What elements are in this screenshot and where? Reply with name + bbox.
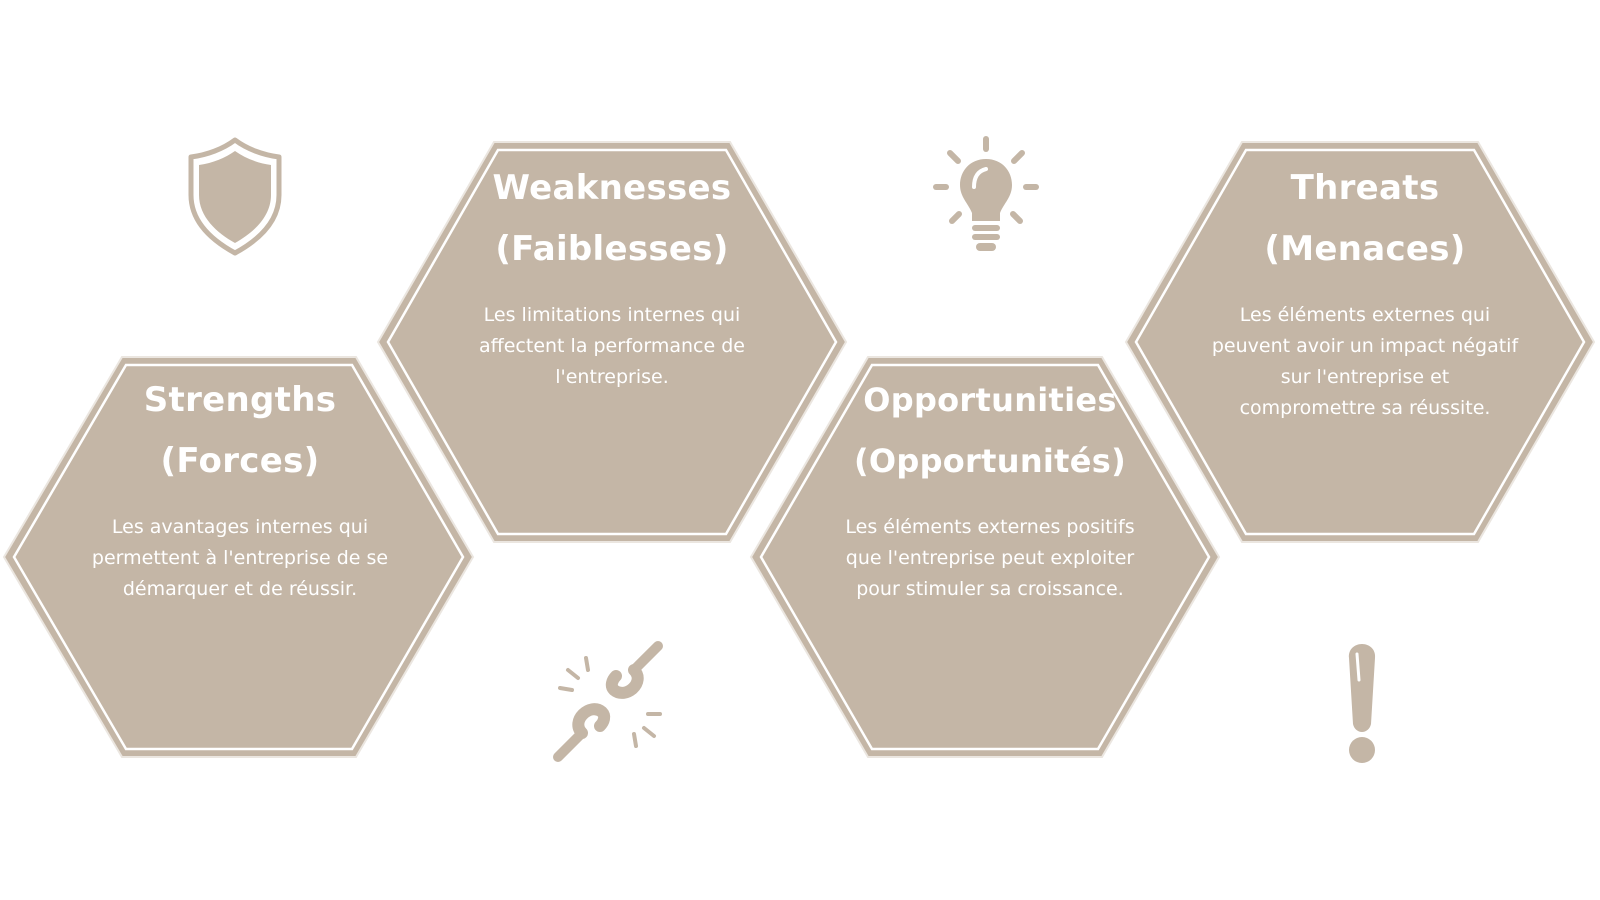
lightbulb-icon	[933, 136, 1039, 251]
strengths-title-line1: Strengths	[143, 380, 337, 420]
card-threats: Threats (Menaces) Les éléments externes …	[1210, 158, 1520, 424]
weaknesses-title-line2: (Faiblesses)	[495, 229, 729, 269]
threats-title-line2: (Menaces)	[1264, 229, 1466, 269]
opportunities-title: Opportunities (Opportunités)	[835, 370, 1145, 492]
opportunities-title-line2: (Opportunités)	[853, 442, 1127, 480]
opportunities-title-line1: Opportunities	[863, 381, 1117, 419]
hexagon-weaknesses	[376, 141, 848, 543]
card-strengths: Strengths (Forces) Les avantages interne…	[80, 370, 400, 605]
weaknesses-description: Les limitations internes qui affectent l…	[479, 304, 745, 388]
threats-title: Threats (Menaces)	[1210, 158, 1520, 280]
threats-title-line1: Threats	[1290, 168, 1440, 208]
card-opportunities: Opportunities (Opportunités) Les élément…	[835, 370, 1145, 605]
hexagon-strengths	[2, 356, 475, 758]
weaknesses-title-line1: Weaknesses	[492, 168, 732, 208]
broken-link-icon	[553, 641, 663, 762]
strengths-title: Strengths (Forces)	[80, 370, 400, 492]
opportunities-description: Les éléments externes positifs que l'ent…	[845, 516, 1135, 600]
hexagon-threats	[1124, 141, 1596, 543]
shield-icon	[188, 137, 282, 256]
card-weaknesses: Weaknesses (Faiblesses) Les limitations …	[462, 158, 762, 393]
exclamation-icon	[1348, 644, 1376, 763]
strengths-description: Les avantages internes qui permettent à …	[91, 516, 389, 600]
weaknesses-title: Weaknesses (Faiblesses)	[462, 158, 762, 280]
strengths-title-line2: (Forces)	[160, 441, 320, 481]
threats-description: Les éléments externes qui peuvent avoir …	[1211, 304, 1519, 419]
hexagon-opportunities	[749, 356, 1221, 758]
